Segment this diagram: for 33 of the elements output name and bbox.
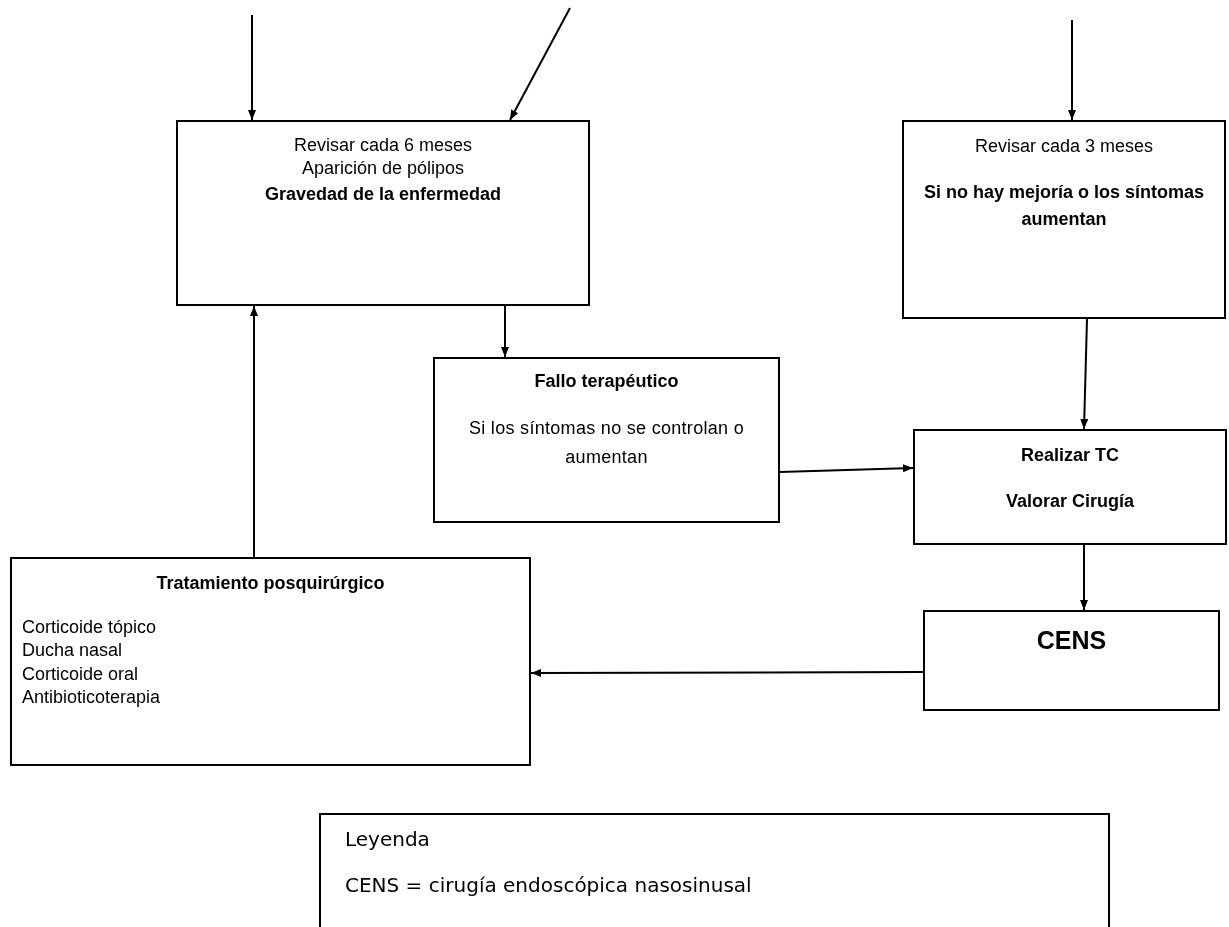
process-box [902,120,1226,319]
process-box [10,557,531,766]
arrow [1080,318,1089,430]
box-text: Aparición de pólipos [300,157,466,181]
box-heading: Revisar cada 6 meses [292,134,474,157]
box-text: CENS = cirugía endoscópica nasosinusal [345,873,753,897]
arrow [1068,19,1076,121]
box-text: Valorar Cirugía [1004,490,1136,513]
process-box [433,357,780,523]
arrow [501,305,509,358]
arrow [250,305,258,558]
box-text: Corticoide oral [22,662,140,686]
box-heading: Realizar TC [1019,445,1120,466]
box-heading: Revisar cada 3 meses [973,136,1155,157]
box-text: Ducha nasal [22,639,124,663]
process-box [319,813,1110,927]
arrow [509,7,571,121]
arrow [248,14,256,121]
arrow [779,464,914,473]
box-text: Si no hay mejoría o los síntomas aumentan [922,181,1206,231]
box-text: Corticoide tópico [22,616,158,639]
arrow [530,668,924,677]
box-heading: CENS [1035,625,1108,655]
box-text: Gravedad de la enfermedad [263,182,503,206]
arrow [1080,544,1088,611]
process-box [913,429,1227,545]
box-heading: Leyenda [345,827,431,851]
box-heading: Tratamiento posquirúrgico [155,573,386,594]
box-text: Si los síntomas no se controlan o aumentan [467,417,745,469]
process-box [923,610,1220,711]
process-box [176,120,590,306]
box-heading: Fallo terapéutico [533,371,680,392]
box-text: Antibioticoterapia [22,686,162,710]
